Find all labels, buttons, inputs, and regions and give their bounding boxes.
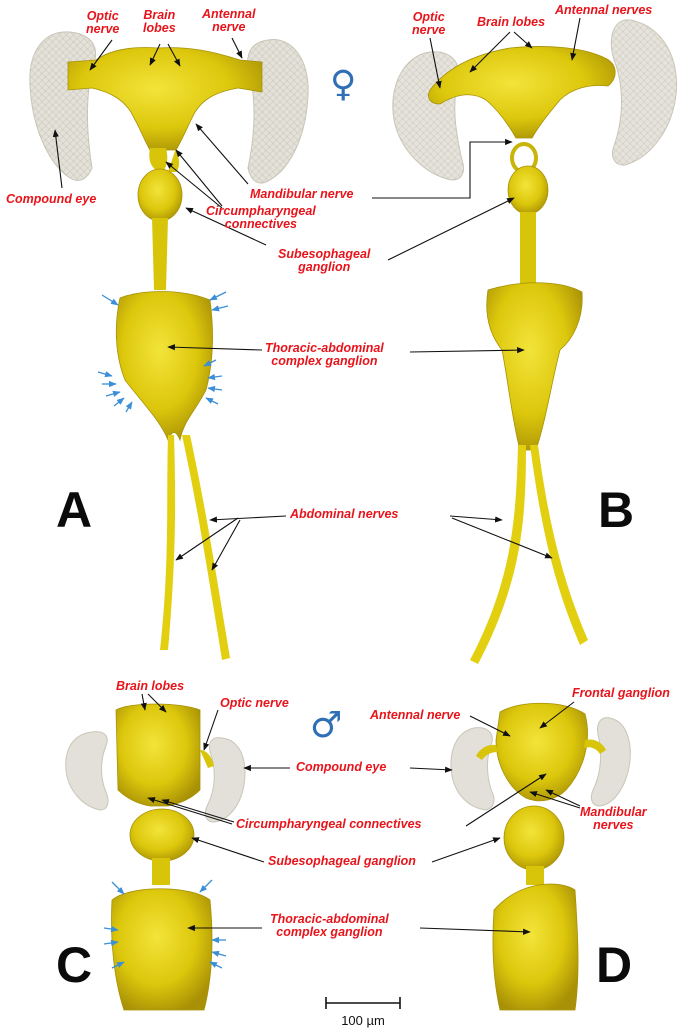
label-compound-eye-bottom: Compound eye: [296, 760, 387, 774]
subesophageal-a: [137, 168, 183, 222]
label-circumpharyngeal-bottom: Circumpharyngeal connectives: [236, 817, 422, 831]
panel-label-c: C: [56, 937, 93, 993]
label-b-antennal-nerves: Antennal nerves: [555, 3, 653, 17]
thoracic-ganglion-b: [486, 282, 583, 451]
scale-bar-label: 100 µm: [341, 1013, 385, 1028]
specimen-b: [392, 19, 678, 664]
specimen-d: [450, 702, 631, 1011]
male-symbol: ♂: [310, 705, 343, 746]
label-c-optic-nerve: Optic nerve: [220, 696, 289, 710]
subesophageal-c: [129, 808, 195, 862]
brain-d: [495, 702, 588, 802]
leader-arrows: [52, 17, 581, 935]
specimen-c: [65, 703, 246, 1011]
compound-eye-c-left: [65, 731, 109, 811]
thoracic-ganglion-c: [111, 888, 213, 1011]
panel-label-d: D: [596, 937, 633, 993]
brain-b: [428, 46, 616, 139]
label-compound-eye-top: Compound eye: [6, 192, 97, 206]
thoracic-ganglion-d: [492, 883, 579, 1011]
label-c-brain-lobes: Brain lobes: [116, 679, 185, 693]
subesophageal-b: [507, 165, 549, 215]
panel-label-b: B: [598, 482, 635, 538]
label-abdominal-nerves: Abdominal nerves: [290, 507, 399, 521]
compound-eye-c-right: [204, 737, 246, 823]
thoracic-ganglion-a: [115, 291, 214, 442]
brain-c: [115, 703, 201, 807]
subesophageal-d: [503, 805, 565, 871]
label-subesophageal-bottom: Subesophageal ganglion: [268, 854, 416, 868]
female-symbol: ♀: [330, 64, 357, 105]
compound-eye-d-right: [590, 717, 631, 807]
brain-a: [67, 47, 263, 151]
label-d-antennal-nerve: Antennal nerve: [370, 708, 461, 722]
label-mandibular-nerve-top: Mandibular nerve: [250, 187, 354, 201]
compound-eye-d-left: [450, 727, 495, 811]
label-d-frontal-ganglion: Frontal ganglion: [572, 686, 670, 700]
panel-label-a: A: [56, 482, 93, 538]
specimen-a: [29, 31, 309, 660]
blue-arrows: [97, 291, 229, 969]
label-b-brain-lobes: Brain lobes: [477, 15, 546, 29]
scale-bar: [325, 997, 401, 1009]
